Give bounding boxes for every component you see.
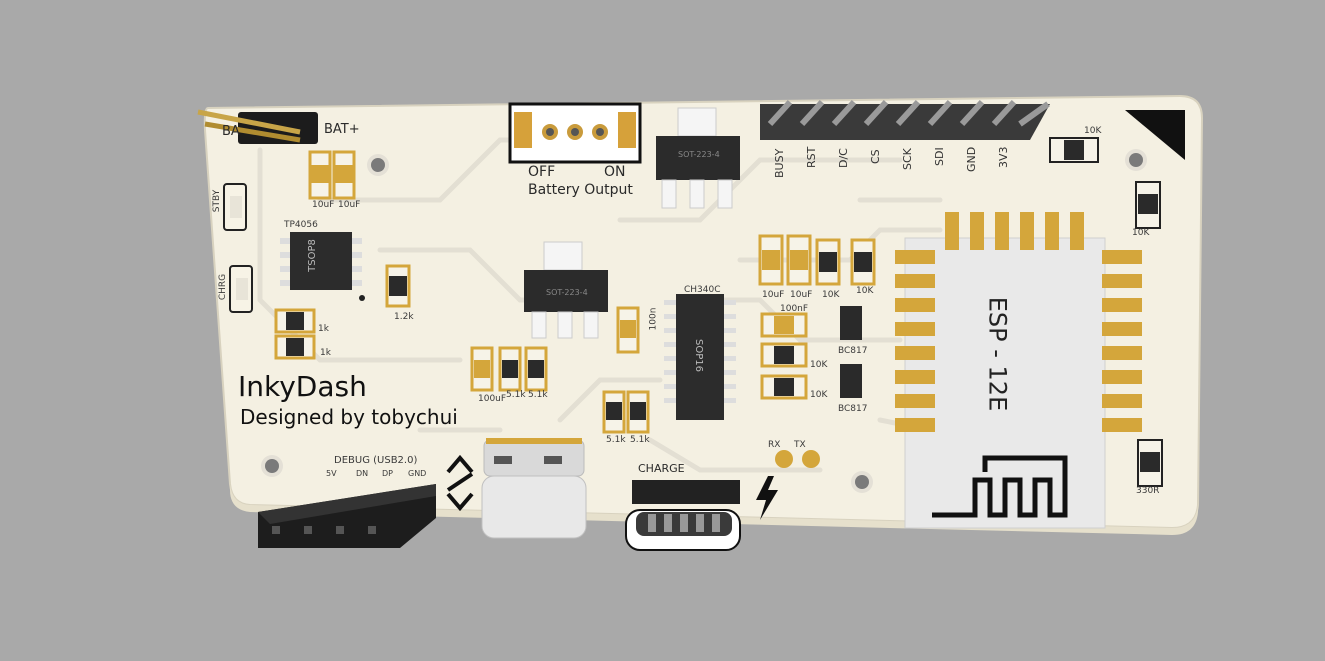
r-10k-top-label: 10K: [1084, 126, 1102, 136]
switch-on-label: ON: [604, 164, 626, 180]
ldo1-label: SOT-223-4: [678, 150, 720, 159]
battery-header: [197, 109, 318, 144]
updown-arrow-icon: [446, 454, 474, 512]
debug-title: DEBUG (USB2.0): [334, 455, 418, 466]
r-10k-b-label: 10K: [856, 286, 874, 296]
rx-label: RX: [768, 440, 781, 450]
board-subtitle: Designed by tobychui: [240, 405, 458, 429]
led-stby-label: STBY: [212, 189, 223, 213]
tp4056-chip: [280, 232, 365, 301]
pin-label-sck: SCK: [901, 148, 914, 170]
ldo2-label: SOT-223-4: [546, 288, 588, 297]
switch-off-label: OFF: [528, 164, 556, 180]
ldo-regulator-mid: [524, 241, 608, 339]
ch340c-package: SOP16: [692, 339, 704, 372]
board-title: InkyDash: [238, 370, 367, 403]
r-1k-a-label: 1k: [318, 324, 329, 334]
r-1-2k-label: 1.2k: [394, 312, 414, 322]
battery-switch[interactable]: [508, 102, 642, 164]
lightning-icon: [756, 476, 778, 520]
tp4056-package: TSOP8: [306, 239, 318, 272]
led-chrg-label: CHRG: [218, 273, 229, 301]
tx-label: TX: [794, 440, 806, 450]
c-10uf-a-label: 10uF: [312, 200, 335, 210]
c-100n-label: 100n: [648, 307, 659, 331]
pin-label-busy: BUSY: [773, 148, 786, 178]
debug-pin-gnd: GND: [408, 469, 427, 478]
debug-pin-dn: DN: [356, 469, 369, 478]
r-10k-right-label: 10K: [1132, 228, 1150, 238]
ch340c-chip: [664, 294, 736, 420]
antenna-trace: [932, 455, 1068, 518]
c-100nf-label: 100nF: [780, 304, 809, 314]
pin-label-gnd: GND: [965, 146, 978, 172]
c-10uf-c-label: 10uF: [762, 290, 785, 300]
r-10k-d-label: 10K: [810, 390, 828, 400]
r-5-1k-d-label: 5.1k: [630, 435, 650, 445]
c-10uf-d-label: 10uF: [790, 290, 813, 300]
esp12e-module: [895, 212, 1142, 529]
pin-label-sdi: SDI: [933, 147, 946, 166]
bat-plus-label: BAT+: [324, 122, 360, 137]
debug-pin-5v: 5V: [326, 469, 337, 478]
pin-label-rst: RST: [805, 146, 818, 168]
c-100uf-label: 100uF: [478, 394, 507, 404]
r-10k-a-label: 10K: [822, 290, 840, 300]
mounting-holes: [261, 149, 1147, 493]
esp12e-label: ESP - 12E: [983, 296, 1012, 412]
r-5-1k-c-label: 5.1k: [606, 435, 626, 445]
epaper-header: [760, 99, 1050, 140]
bat-minus-label: BA: [222, 124, 240, 139]
bc817-label-2: BC817: [838, 404, 868, 414]
corner-marker: [1125, 110, 1185, 160]
debug-usb-c-port[interactable]: [481, 438, 587, 539]
ch340c-label: CH340C: [684, 285, 721, 295]
c-10uf-b-label: 10uF: [338, 200, 361, 210]
bc817-label-1: BC817: [838, 346, 868, 356]
r-5-1k-a-label: 5.1k: [506, 390, 526, 400]
r-10k-c-label: 10K: [810, 360, 828, 370]
debug-pin-dp: DP: [382, 469, 393, 478]
pin-label-3v3: 3V3: [997, 146, 1010, 168]
pin-label-dc: D/C: [837, 148, 850, 168]
debug-usb-header: [258, 484, 436, 548]
r-330r-label: 330R: [1136, 486, 1160, 496]
tp4056-label: TP4056: [284, 220, 318, 230]
r-1k-b-label: 1k: [320, 348, 331, 358]
battery-output-label: Battery Output: [528, 182, 633, 198]
smd-parts: [223, 137, 1163, 487]
ldo-regulator-top: [656, 107, 740, 209]
charge-usb-c-port[interactable]: [625, 480, 741, 551]
charge-label: CHARGE: [638, 462, 685, 475]
pin-label-cs: CS: [869, 149, 882, 164]
r-5-1k-b-label: 5.1k: [528, 390, 548, 400]
